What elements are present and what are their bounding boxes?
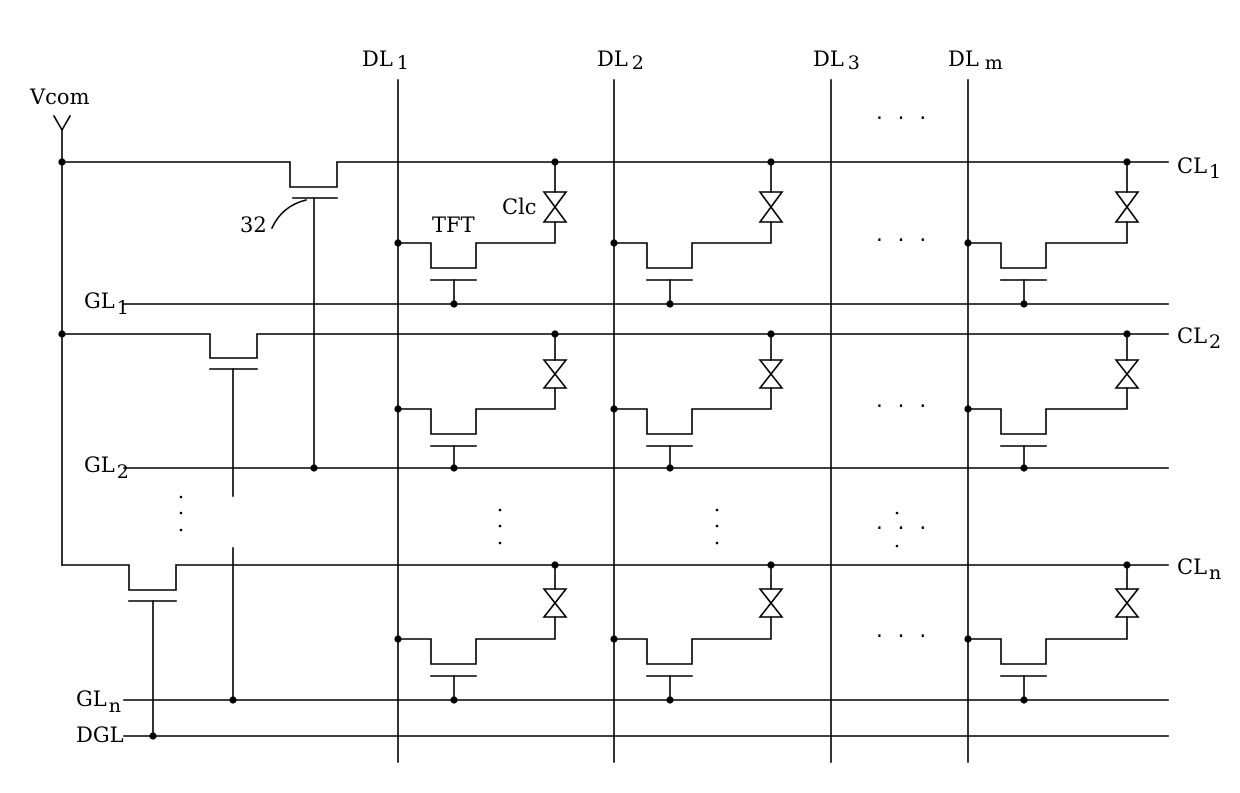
vertical-ellipsis-dl1 <box>499 542 502 545</box>
common-line-label-2: CL2 <box>1177 324 1221 353</box>
data-line-label-m: DLm <box>948 47 1003 74</box>
junction-dot <box>666 300 673 307</box>
pixel-cell-r3-c1-clc <box>544 589 566 617</box>
pixel-cell-r2-c2-tft <box>614 388 771 434</box>
junction-dot <box>1020 696 1027 703</box>
junction-dot <box>1123 561 1130 568</box>
pixel-cell-r1-c1-tft <box>398 222 555 268</box>
pixel-cell-r1-c2-clc <box>760 192 782 222</box>
pixel-cell-r2-c1-tft <box>398 388 555 434</box>
junction-dot <box>1020 464 1027 471</box>
junction-dot <box>551 330 558 337</box>
pixel-cell-r3-c3-clc <box>1116 589 1138 617</box>
data-line-label-3: DL3 <box>813 47 860 74</box>
common-line-1 <box>62 162 1168 187</box>
ellipsis-rown: · · · <box>874 626 928 647</box>
junction-dot <box>964 239 971 246</box>
tft-label: TFT <box>432 213 475 237</box>
ellipsis-row2: · · · <box>874 396 928 417</box>
ellipsis-top: · · · <box>874 108 928 129</box>
junction-dot <box>767 158 774 165</box>
vertical-ellipsis-dl1 <box>499 509 502 512</box>
common-line-label-1: CL1 <box>1177 154 1221 183</box>
junction-dot <box>1020 300 1027 307</box>
junction-dot <box>450 696 457 703</box>
pixel-cell-r1-c3-clc <box>1116 192 1138 222</box>
gate-line-label-1: GL1 <box>84 289 129 319</box>
clc-label: Clc <box>502 195 537 219</box>
ref-32-leader <box>272 200 306 228</box>
devices <box>398 162 1138 700</box>
junction-dot <box>666 696 673 703</box>
junction-dot <box>610 405 617 412</box>
pixel-cell-r1-c1-clc <box>544 192 566 222</box>
vertical-ellipsis-dl1 <box>499 525 502 528</box>
ellipsis-middle: · · · <box>874 518 928 539</box>
junction-dot <box>610 635 617 642</box>
junction-dot <box>610 239 617 246</box>
pixel-cell-r3-c3-tft <box>968 617 1127 664</box>
vertical-ellipsis-dl2 <box>716 525 719 528</box>
junction-dot <box>666 464 673 471</box>
junction-dot <box>394 635 401 642</box>
common-line-n <box>62 565 1168 590</box>
junction-dot <box>767 561 774 568</box>
pixel-cell-r1-c3-tft <box>968 222 1127 268</box>
junction-dot <box>964 405 971 412</box>
vertical-ellipsis-dl3 <box>896 512 899 515</box>
pixel-cell-r3-c1-tft <box>398 617 555 664</box>
pixel-cell-r2-c1-clc <box>544 360 566 388</box>
common-line-2 <box>62 334 1168 358</box>
pixel-cell-r2-c3-tft <box>968 388 1127 434</box>
junction-dot <box>551 561 558 568</box>
vertical-ellipsis-dl2 <box>716 509 719 512</box>
junction-dot <box>394 405 401 412</box>
junction-dot <box>450 464 457 471</box>
vertical-ellipsis-dl2 <box>716 542 719 545</box>
ellipsis-row1: · · · <box>874 230 928 251</box>
junction-dots <box>58 158 1130 739</box>
vertical-ellipsis-left <box>180 512 183 515</box>
vcom-label: Vcom <box>29 85 90 109</box>
junction-dot <box>58 330 65 337</box>
pixel-cell-r3-c2-tft <box>614 617 771 664</box>
vertical-ellipsis-left <box>180 496 183 499</box>
data-line-label-2: DL2 <box>597 47 644 74</box>
junction-dot <box>229 696 236 703</box>
junction-dot <box>310 464 317 471</box>
pixel-cell-r2-c3-clc <box>1116 360 1138 388</box>
junction-dot <box>149 732 156 739</box>
gate-line-label-2: GL2 <box>84 453 129 483</box>
labels: Vcom 32 TFT Clc DGL DL1 DL2 DL3 DLm GL1 … <box>29 47 1221 747</box>
junction-dot <box>551 158 558 165</box>
vcom-terminal <box>54 116 70 130</box>
vertical-ellipsis-left <box>180 529 183 532</box>
junction-dot <box>58 158 65 165</box>
pixel-cell-r2-c2-clc <box>760 360 782 388</box>
junction-dot <box>1123 330 1130 337</box>
junction-dot <box>964 635 971 642</box>
ref-32-label: 32 <box>240 213 267 237</box>
vertical-ellipsis-dl3 <box>896 545 899 548</box>
dgl-label: DGL <box>76 723 124 747</box>
common-line-label-n: CLn <box>1177 555 1221 584</box>
pixel-cell-r3-c2-clc <box>760 589 782 617</box>
junction-dot <box>394 239 401 246</box>
junction-dot <box>450 300 457 307</box>
pixel-cell-r1-c2-tft <box>614 222 771 268</box>
gate-line-label-n: GLn <box>76 687 121 717</box>
junction-dot <box>767 330 774 337</box>
junction-dot <box>1123 158 1130 165</box>
data-line-label-1: DL1 <box>362 47 409 74</box>
